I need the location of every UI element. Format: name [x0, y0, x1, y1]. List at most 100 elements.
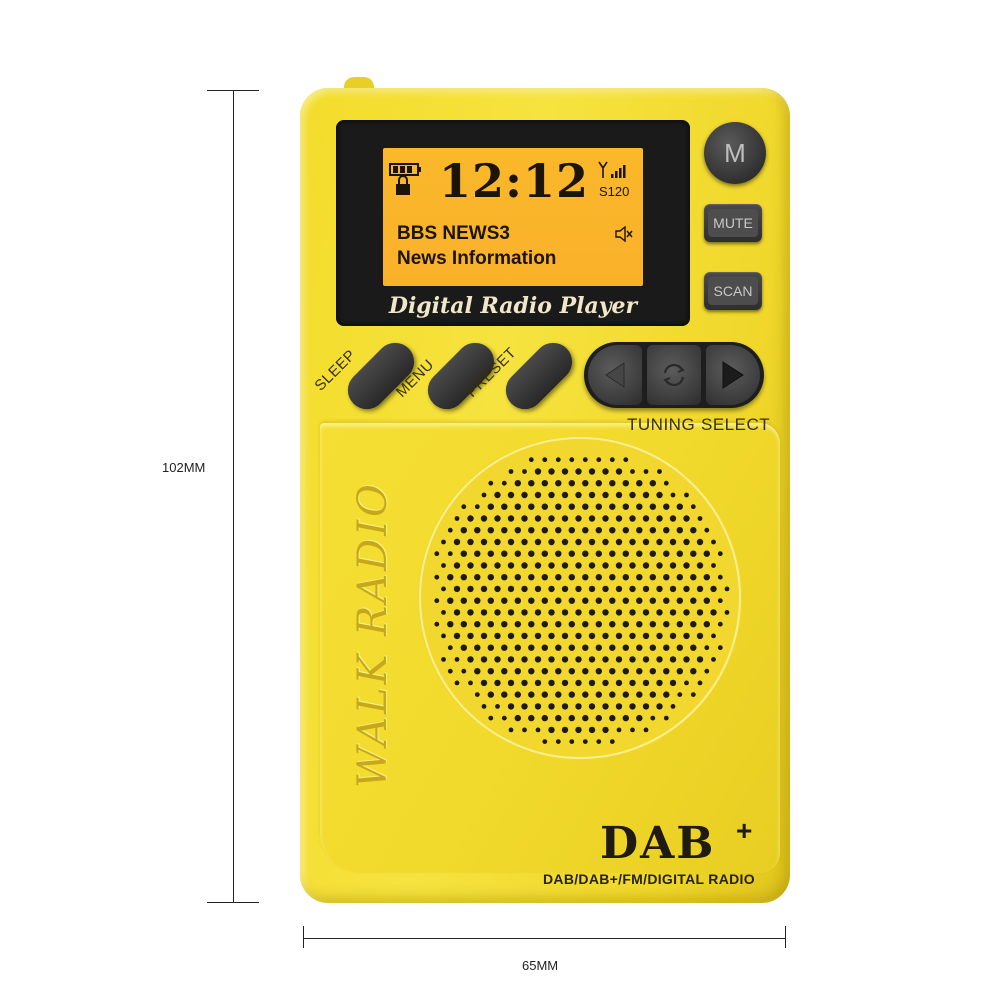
speaker-hole [595, 597, 602, 604]
program-info: News Information [397, 248, 557, 269]
speaker-hole [495, 704, 500, 709]
speaker-hole [615, 679, 623, 687]
speaker-hole [602, 562, 609, 569]
speaker-hole [616, 727, 622, 733]
speaker-hole [460, 550, 467, 557]
speaker-hole [480, 515, 488, 522]
speaker-hole [487, 550, 494, 557]
speaker-hole [642, 538, 650, 546]
tune-prev-button[interactable] [588, 345, 642, 405]
speaker-hole [447, 527, 453, 533]
speaker-hole [528, 597, 535, 604]
speaker-hole [548, 609, 555, 616]
speaker-hole [670, 704, 676, 709]
speaker-hole [582, 621, 589, 628]
speaker-hole [602, 491, 609, 499]
speaker-hole [663, 527, 670, 534]
speaker-hole [609, 574, 616, 581]
select-caption: SELECT [701, 415, 771, 434]
speaker-hole [575, 726, 582, 734]
speaker-hole [615, 703, 623, 710]
speaker-hole [683, 515, 690, 522]
speaker-hole [474, 668, 481, 675]
speaker-hole [615, 585, 623, 593]
speaker-hole [595, 691, 602, 698]
speaker-hole [548, 468, 555, 475]
speaker-hole [642, 679, 650, 687]
speaker-hole [575, 679, 582, 687]
speaker-hole [717, 621, 723, 627]
height-dimension-line [233, 90, 234, 902]
speaker-hole [642, 703, 650, 710]
speaker-hole [643, 469, 649, 474]
speaker-hole [704, 527, 710, 533]
speaker-hole [521, 515, 528, 522]
scan-button-label: SCAN [713, 283, 753, 299]
lcd-display: 12:12 S120 BBS NEWS3 News Information [383, 148, 643, 286]
speaker-hole [548, 679, 555, 687]
speaker-hole [575, 562, 582, 569]
speaker-hole [636, 621, 643, 628]
speaker-hole [650, 715, 656, 721]
speaker-hole [568, 668, 575, 675]
speaker-hole [696, 632, 704, 640]
speaker-hole [669, 679, 677, 687]
speaker-hole [514, 691, 521, 698]
speaker-hole [656, 585, 663, 593]
speaker-hole [521, 679, 528, 687]
play-arrow-icon [722, 361, 744, 389]
speaker-hole [582, 739, 588, 744]
speaker-hole [541, 714, 548, 722]
speaker-hole [561, 609, 569, 616]
scan-button[interactable]: SCAN [704, 272, 762, 310]
speaker-hole [575, 515, 582, 522]
speaker-hole [561, 468, 569, 475]
tune-next-button[interactable] [706, 345, 760, 405]
speaker-hole [582, 714, 589, 722]
screen-bezel: 12:12 S120 BBS NEWS3 News Information Di… [336, 120, 690, 326]
speaker-hole [441, 633, 446, 639]
speaker-hole [582, 480, 589, 487]
speaker-hole [676, 527, 683, 534]
speaker-hole [501, 480, 507, 486]
speaker-hole [480, 585, 488, 593]
speaker-hole [494, 656, 501, 663]
speaker-hole [704, 645, 710, 651]
speaker-hole [602, 656, 609, 663]
speaker-hole [690, 527, 697, 534]
speaker-hole [663, 480, 669, 486]
speaker-hole [676, 668, 683, 675]
speaker-hole [534, 703, 542, 710]
speaker-hole [528, 714, 535, 722]
speaker-hole [609, 527, 616, 534]
speaker-hole [453, 609, 461, 616]
select-button[interactable] [647, 345, 701, 405]
speaker-hole [487, 574, 494, 581]
speaker-hole [568, 691, 575, 698]
speaker-hole [690, 574, 697, 581]
speaker-hole [494, 632, 501, 640]
speaker-hole [480, 609, 488, 616]
speaker-hole [609, 739, 615, 744]
speaker-hole [568, 574, 575, 581]
speaker-hole [609, 714, 616, 722]
speaker-hole [555, 457, 561, 463]
speaker-hole [528, 503, 535, 510]
format-list: DAB/DAB+/FM/DIGITAL RADIO [543, 871, 755, 887]
speaker-hole [487, 503, 494, 510]
speaker-hole [541, 668, 548, 675]
speaker-hole [649, 597, 656, 604]
speaker-hole [541, 527, 548, 534]
speaker-hole [588, 632, 596, 640]
speaker-hole [609, 457, 615, 463]
speaker-hole [595, 503, 602, 510]
speaker-hole [541, 597, 548, 604]
speaker-hole [724, 610, 730, 615]
speaker-hole [595, 668, 602, 675]
speaker-hole [690, 668, 697, 675]
speaker-hole [642, 632, 650, 640]
m-button[interactable]: M [704, 122, 766, 184]
mute-button[interactable]: MUTE [704, 204, 762, 242]
speaker-hole [609, 480, 616, 487]
speaker-hole [696, 562, 704, 569]
